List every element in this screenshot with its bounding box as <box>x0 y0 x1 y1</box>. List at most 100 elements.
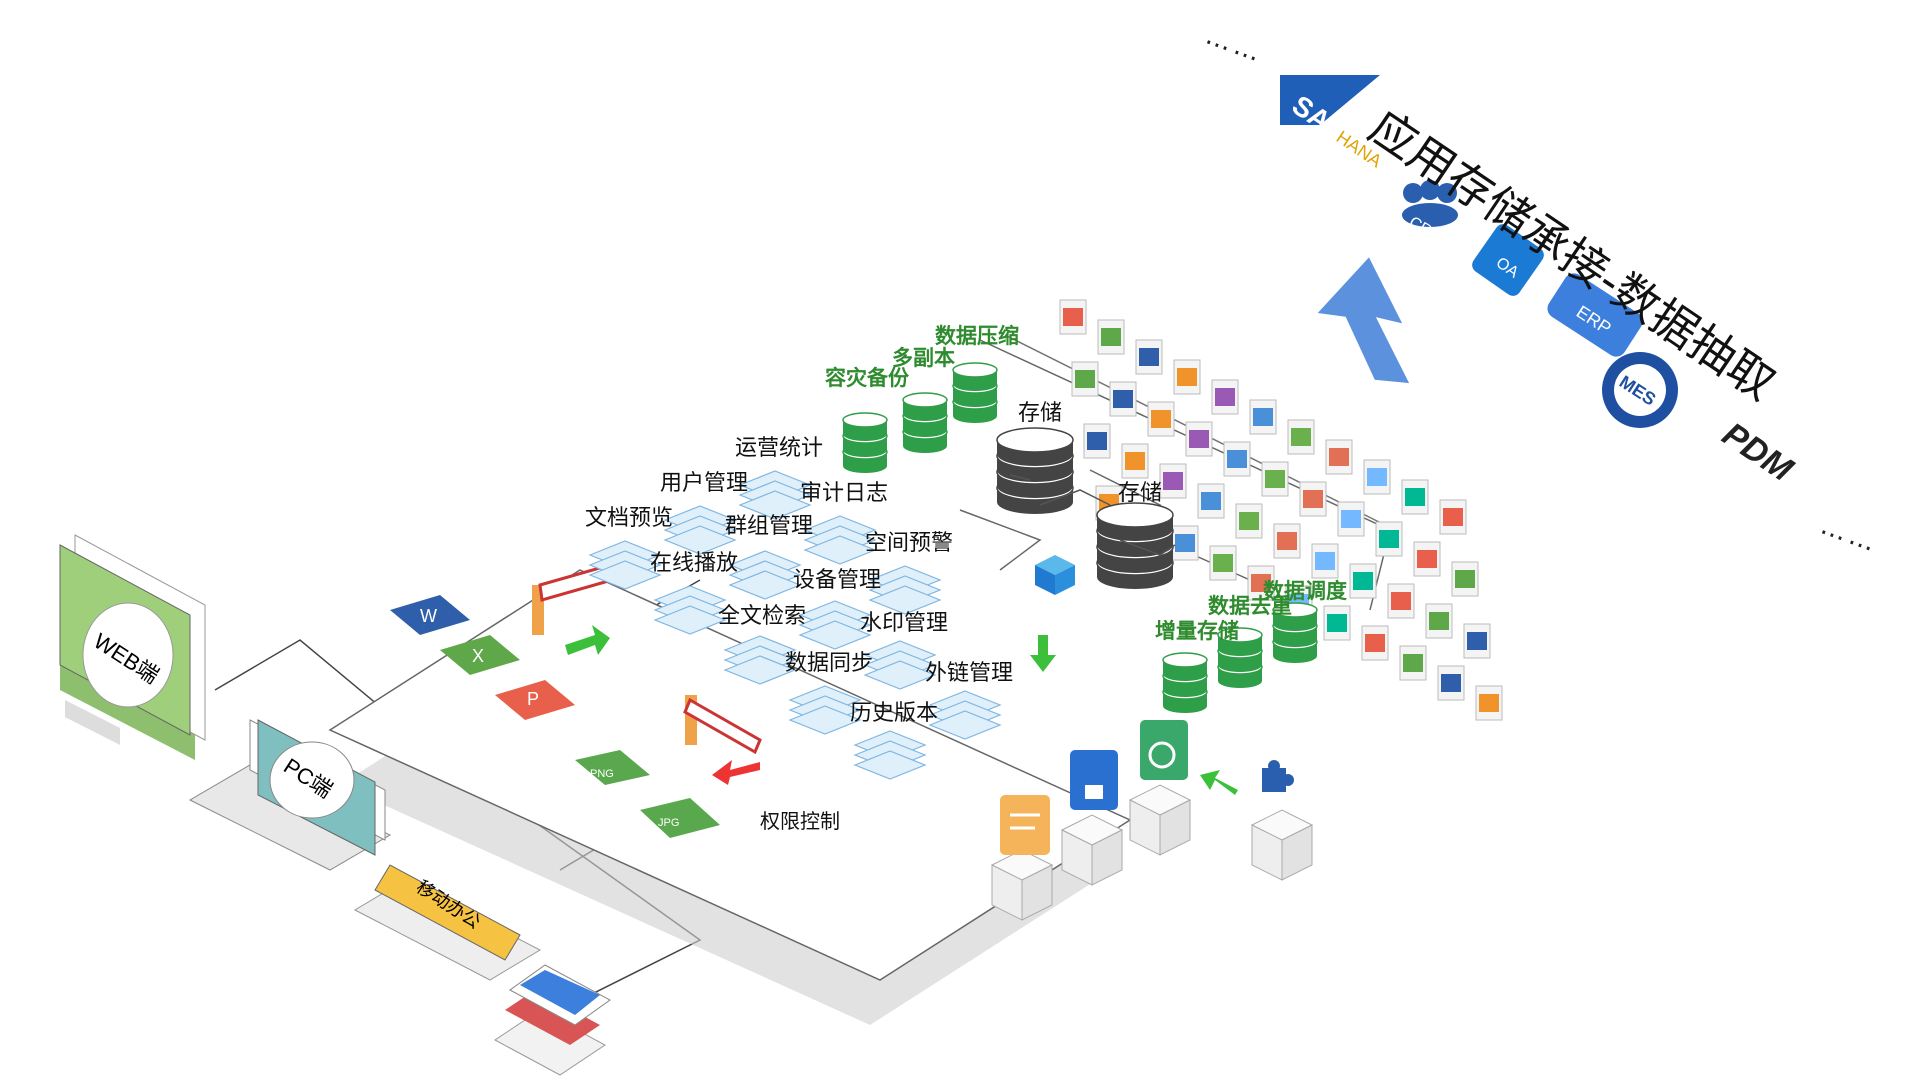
file-icon <box>1173 359 1201 395</box>
label-storage-1: 存储 <box>1018 401 1063 426</box>
module-stack <box>853 730 927 780</box>
module-stack <box>798 600 872 650</box>
file-icon <box>1211 379 1239 415</box>
label-audit-log: 审计日志 <box>800 481 889 506</box>
white-cube <box>990 849 1054 921</box>
file-icon <box>1235 503 1263 539</box>
jpg-file-icon: JPG <box>640 798 720 838</box>
db-storage-2 <box>1096 502 1174 589</box>
file-icon <box>1071 361 1099 397</box>
module-stack <box>788 685 862 735</box>
service-cubes <box>990 784 1314 921</box>
cube-icon <box>1035 555 1075 595</box>
label-storage-2: 存储 <box>1118 481 1163 506</box>
file-icon <box>1463 623 1491 659</box>
module-stack <box>928 690 1002 740</box>
label-space-alert: 空间预警 <box>865 531 954 556</box>
mes-gear-icon: MES <box>1602 352 1678 428</box>
module-stack <box>723 635 797 685</box>
green-down-arrow-icon <box>1030 635 1056 672</box>
db-data-dedup <box>1217 627 1263 688</box>
file-icon <box>1413 541 1441 577</box>
web-client: WEB端 <box>59 534 206 760</box>
file-icon <box>1261 461 1289 497</box>
db-data-dispatch <box>1272 602 1318 663</box>
db-disaster-backup <box>842 412 888 473</box>
label-external-link-mgmt: 外链管理 <box>925 661 1014 686</box>
label-data-dedup: 数据去重 <box>1208 594 1292 618</box>
file-icon <box>1287 419 1315 455</box>
file-icon <box>1363 459 1391 495</box>
label-user-mgmt: 用户管理 <box>660 471 749 496</box>
file-icon <box>1223 441 1251 477</box>
green-arrow-small-icon <box>1200 770 1238 795</box>
label-incremental-storage: 增量存储 <box>1155 619 1239 643</box>
file-icon <box>1147 401 1175 437</box>
storage-databases <box>842 362 1318 713</box>
label-data-sync: 数据同步 <box>785 651 874 676</box>
file-icon <box>1209 545 1237 581</box>
file-icon <box>1387 583 1415 619</box>
white-cube <box>1060 814 1124 886</box>
file-icon <box>1399 645 1427 681</box>
svg-text:W: W <box>420 606 437 626</box>
file-icon <box>1299 481 1327 517</box>
green-arrow-icon <box>565 625 610 655</box>
label-data-dispatch: 数据调度 <box>1263 579 1347 603</box>
file-icon <box>1185 421 1213 457</box>
file-icon <box>1323 605 1351 641</box>
module-stack <box>653 585 727 635</box>
crm-icon: CRM <box>1402 180 1458 247</box>
module-stack <box>803 515 877 565</box>
module-stack <box>588 540 662 590</box>
label-multi-replica: 多副本 <box>892 346 955 370</box>
sap-hana-logo: SAP HANA <box>1280 75 1385 171</box>
db-incremental-storage <box>1162 652 1208 713</box>
pencil-doc-icon <box>1000 795 1050 855</box>
file-icon <box>1425 603 1453 639</box>
erp-icon: ERP <box>1547 273 1643 357</box>
label-online-play: 在线播放 <box>650 551 739 576</box>
file-icon <box>1451 561 1479 597</box>
label-disaster-backup: 容灾备份 <box>825 366 909 390</box>
svg-text:P: P <box>527 689 539 709</box>
mobile-office-client: 移动办公 <box>353 864 542 981</box>
file-icon <box>1135 339 1163 375</box>
file-icon <box>1439 499 1467 535</box>
png-file-icon: PNG <box>575 750 650 785</box>
module-stack <box>728 550 802 600</box>
file-icon <box>1097 319 1125 355</box>
file-icon <box>1361 625 1389 661</box>
big-blue-arrow-icon <box>1317 257 1410 384</box>
label-device-mgmt: 设备管理 <box>793 568 882 593</box>
file-icon <box>1311 543 1339 579</box>
file-icon <box>1197 483 1225 519</box>
file-icon <box>1349 563 1377 599</box>
file-icon <box>1083 423 1111 459</box>
file-icon <box>1249 399 1277 435</box>
magnifier-doc-icon <box>1140 720 1188 780</box>
white-cube <box>1250 809 1314 881</box>
white-cube <box>1128 784 1192 856</box>
label-ops-stats: 运营统计 <box>735 436 824 461</box>
file-icon <box>1337 501 1365 537</box>
file-icon <box>1325 439 1353 475</box>
label-history-version: 历史版本 <box>850 701 939 726</box>
file-icon <box>1475 685 1503 721</box>
label-fulltext-search: 全文检索 <box>718 604 807 629</box>
file-icon <box>1121 443 1149 479</box>
ppt-file-icon: P <box>495 680 575 720</box>
module-stack <box>868 565 942 615</box>
word-file-icon: W <box>390 595 470 635</box>
file-icon <box>1171 525 1199 561</box>
db-multi-replica <box>902 392 948 453</box>
lock-shield-icon <box>1070 750 1118 810</box>
file-icon <box>1437 665 1465 701</box>
excel-file-icon: X <box>440 635 520 675</box>
puzzle-icon <box>1262 760 1294 792</box>
file-icon <box>1375 521 1403 557</box>
pc-client: PC端 <box>188 719 392 871</box>
file-icon <box>1247 565 1275 601</box>
red-arrow-icon <box>712 760 760 785</box>
